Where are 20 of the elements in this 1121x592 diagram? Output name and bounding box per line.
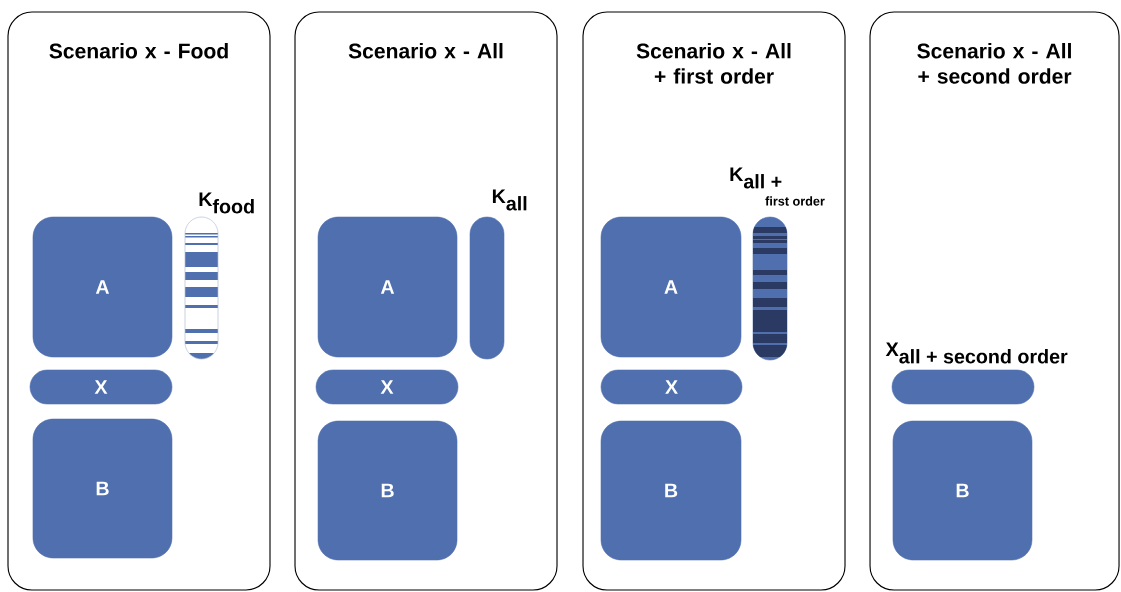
panel-title: Scenario x - All + second order xyxy=(917,42,1072,84)
panel-title: Scenario x - All + first order xyxy=(636,42,791,84)
rounded-square: B xyxy=(892,420,1033,561)
bar-label: $\textbf{K}_{\textbf{all}}$ xyxy=(492,189,527,211)
rounded-square: A xyxy=(600,216,742,358)
rounded-square: A xyxy=(32,216,173,358)
rounded-bar xyxy=(469,216,505,360)
rounded-square: B xyxy=(600,420,742,561)
rounded-square: B xyxy=(32,418,173,559)
bar-label: first order xyxy=(765,196,825,206)
panel-title: Scenario x - Food xyxy=(49,42,228,59)
striped-bar xyxy=(184,216,219,360)
rounded-square: B xyxy=(317,420,458,561)
bar-label: $\textbf{X}_{\textbf{all + second order}}$ xyxy=(885,342,1068,364)
striped-bar xyxy=(752,216,788,361)
bar-label: $\textbf{K}_{\textbf{all +}}$ xyxy=(730,167,782,189)
panel-title: Scenario x - All xyxy=(348,42,503,59)
pill-shape xyxy=(891,369,1035,405)
rounded-square: A xyxy=(317,216,458,358)
bar-label: $\textbf{K}_{\textbf{food}}$ xyxy=(199,192,254,214)
